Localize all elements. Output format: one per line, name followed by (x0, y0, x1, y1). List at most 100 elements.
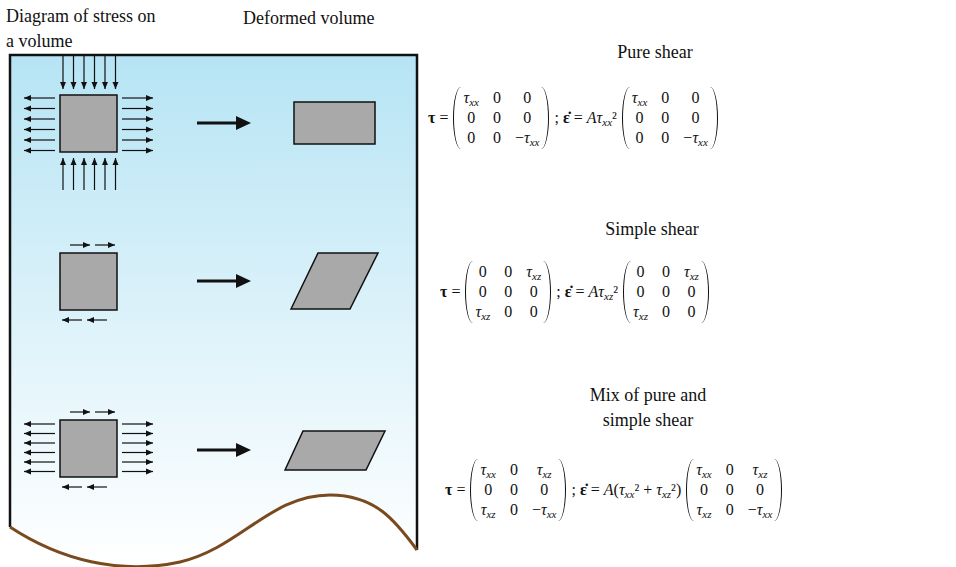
matrix-cell: 0 (504, 302, 512, 322)
strain-rate-law: ; ε̇ = Aτxz² (556, 283, 618, 301)
matrix-cell: −τxx (748, 500, 773, 520)
matrix-cell: τxz (526, 262, 541, 282)
matrix-cell: 0 (636, 282, 644, 302)
matrix-cell: τxz (537, 460, 552, 480)
matrix-cell: 0 (692, 108, 700, 128)
paren (470, 459, 478, 521)
matrix-cell: −τxx (683, 128, 708, 148)
matrix-cell: 0 (661, 88, 669, 108)
bed-line (10, 495, 417, 567)
panel-border (10, 55, 417, 550)
matrix-cell: 0 (493, 108, 501, 128)
stress-symbol: τ = (440, 283, 460, 301)
matrix-cell: 0 (467, 128, 475, 148)
matrix-cell: 0 (510, 500, 518, 520)
matrix-cell: 0 (484, 480, 492, 500)
matrix-cell: 0 (540, 480, 548, 500)
matrix-cell: 0 (726, 500, 734, 520)
equation: τ =00τxz000τxz00; ε̇ = Aτxz²00τxz000τxz0… (440, 261, 709, 323)
deformed-parallelogram (291, 253, 378, 309)
matrix-cell: 0 (530, 282, 538, 302)
matrix-cell: τxz (753, 460, 768, 480)
matrix-cell: 0 (726, 460, 734, 480)
matrix-cell: −τxx (515, 128, 540, 148)
matrix-cell: τxx (480, 460, 496, 480)
equation: τ =τxx0τxz000τxz0−τxx; ε̇ = A(τxx² + τxz… (445, 459, 782, 521)
matrix-cell: 0 (662, 262, 670, 282)
matrix-cell: 0 (479, 262, 487, 282)
matrix-cell: 0 (504, 282, 512, 302)
strain-rate-law: ; ε̇ = Aτxx² (554, 109, 616, 127)
paren (541, 87, 549, 149)
matrix: 00τxz000τxz00 (465, 261, 551, 323)
strain-rate-law: ; ε̇ = A(τxx² + τxz²) (571, 481, 681, 499)
stress-symbol: τ = (428, 109, 448, 127)
stress-symbol: τ = (445, 481, 465, 499)
matrix-cell: 0 (479, 282, 487, 302)
matrix-cell: 0 (510, 480, 518, 500)
paren (686, 459, 694, 521)
matrix: τxx0τxz000τxz0−τxx (686, 459, 782, 521)
paren (622, 87, 630, 149)
matrix-cell: 0 (700, 480, 708, 500)
matrix-cell: 0 (467, 108, 475, 128)
matrix-cell: −τxx (532, 500, 557, 520)
ice-panel (10, 55, 417, 567)
matrix-cell: τxz (697, 500, 712, 520)
matrix-cell: 0 (530, 302, 538, 322)
matrix-cell: τxz (475, 302, 490, 322)
matrix-cell: 0 (692, 88, 700, 108)
paren (710, 87, 718, 149)
matrix-cell: 0 (687, 282, 695, 302)
matrix: 00τxz000τxz00 (623, 261, 709, 323)
deformed-parallelogram (285, 431, 385, 470)
matrix-cell: 0 (687, 302, 695, 322)
case-heading: Mix of pure and simple shear (578, 383, 718, 433)
volume-square (60, 253, 117, 310)
case-heading: Pure shear (535, 40, 775, 65)
matrix-cell: 0 (523, 108, 531, 128)
volume-square (60, 95, 117, 152)
matrix-cell: 0 (636, 108, 644, 128)
matrix-cell: 0 (756, 480, 764, 500)
matrix-cell: τxx (632, 88, 648, 108)
matrix-cell: τxz (684, 262, 699, 282)
matrix-cell: 0 (662, 302, 670, 322)
equation: τ =τxx0000000−τxx; ε̇ = Aτxx²τxx0000000−… (428, 87, 718, 149)
stress-arrows (24, 412, 153, 487)
matrix-cell: 0 (510, 460, 518, 480)
matrix-cell: 0 (662, 282, 670, 302)
matrix-cell: τxz (481, 500, 496, 520)
paren (465, 261, 473, 323)
matrix: τxx0000000−τxx (453, 87, 549, 149)
matrix-cell: 0 (661, 108, 669, 128)
matrix-cell: 0 (661, 128, 669, 148)
transform-arrow (197, 116, 251, 457)
paren (774, 459, 782, 521)
matrix-cell: 0 (493, 88, 501, 108)
matrix-cell: 0 (493, 128, 501, 148)
matrix: τxx0τxz000τxz0−τxx (470, 459, 566, 521)
paren (453, 87, 461, 149)
volume-square (60, 420, 117, 477)
matrix-cell: 0 (726, 480, 734, 500)
matrix-cell: 0 (523, 88, 531, 108)
matrix-cell: τxx (696, 460, 712, 480)
matrix-cell: 0 (504, 262, 512, 282)
matrix-cell: 0 (636, 128, 644, 148)
matrix: τxx0000000−τxx (622, 87, 718, 149)
column-heading: Diagram of stress on a volume (6, 4, 156, 54)
matrix-cell: 0 (636, 262, 644, 282)
paren (543, 261, 551, 323)
deformed-rect (294, 102, 375, 144)
matrix-cell: τxx (463, 88, 479, 108)
paren (701, 261, 709, 323)
paren (623, 261, 631, 323)
case-heading: Simple shear (532, 217, 772, 242)
column-heading: Deformed volume (243, 6, 403, 31)
paren (558, 459, 566, 521)
matrix-cell: τxz (633, 302, 648, 322)
stress-arrows (24, 56, 153, 190)
